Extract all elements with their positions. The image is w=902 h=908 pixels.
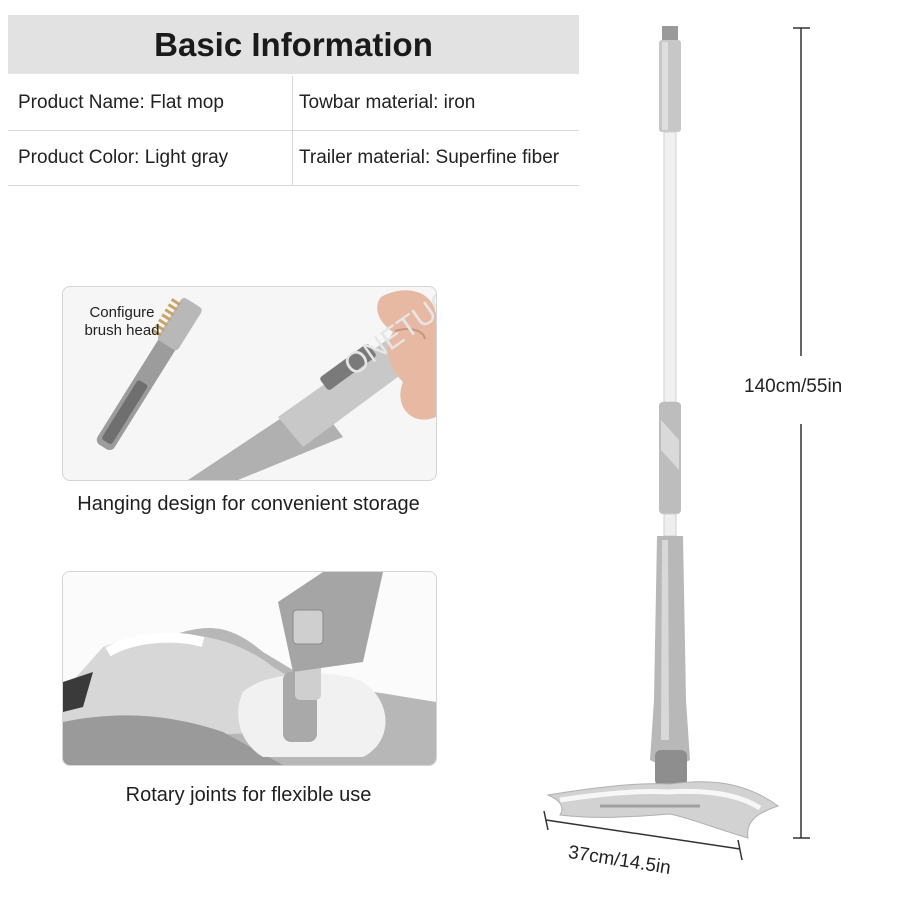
rotary-caption: Rotary joints for flexible use xyxy=(125,784,372,806)
trailer-material: Trailer material: Superfine fiber xyxy=(299,147,560,168)
basic-info-header: Basic Information xyxy=(8,15,579,74)
width-dimension-label: 37cm/14.5in xyxy=(566,842,673,879)
product-name: Product Name: Flat mop xyxy=(8,76,293,130)
hanging-caption: Hanging design for convenient storage xyxy=(77,493,420,515)
brush-head-label: Configure brush head xyxy=(84,304,160,339)
info-row-2: Product Color: Light gray Trailer materi… xyxy=(8,131,579,186)
basic-info-title: Basic Information xyxy=(154,25,433,63)
height-dimension-label: 140cm/55in xyxy=(744,376,843,397)
rotary-joint-illustration xyxy=(63,572,436,765)
towbar-material: Towbar material: iron xyxy=(299,92,476,113)
hanging-design-illustration: ONETUONE xyxy=(96,287,436,480)
product-color: Product Color: Light gray xyxy=(8,131,293,185)
feature-image-rotary xyxy=(62,571,437,766)
feature-image-hanging: ONETUONE xyxy=(62,286,437,481)
info-row-1: Product Name: Flat mop Towbar material: … xyxy=(8,76,579,131)
